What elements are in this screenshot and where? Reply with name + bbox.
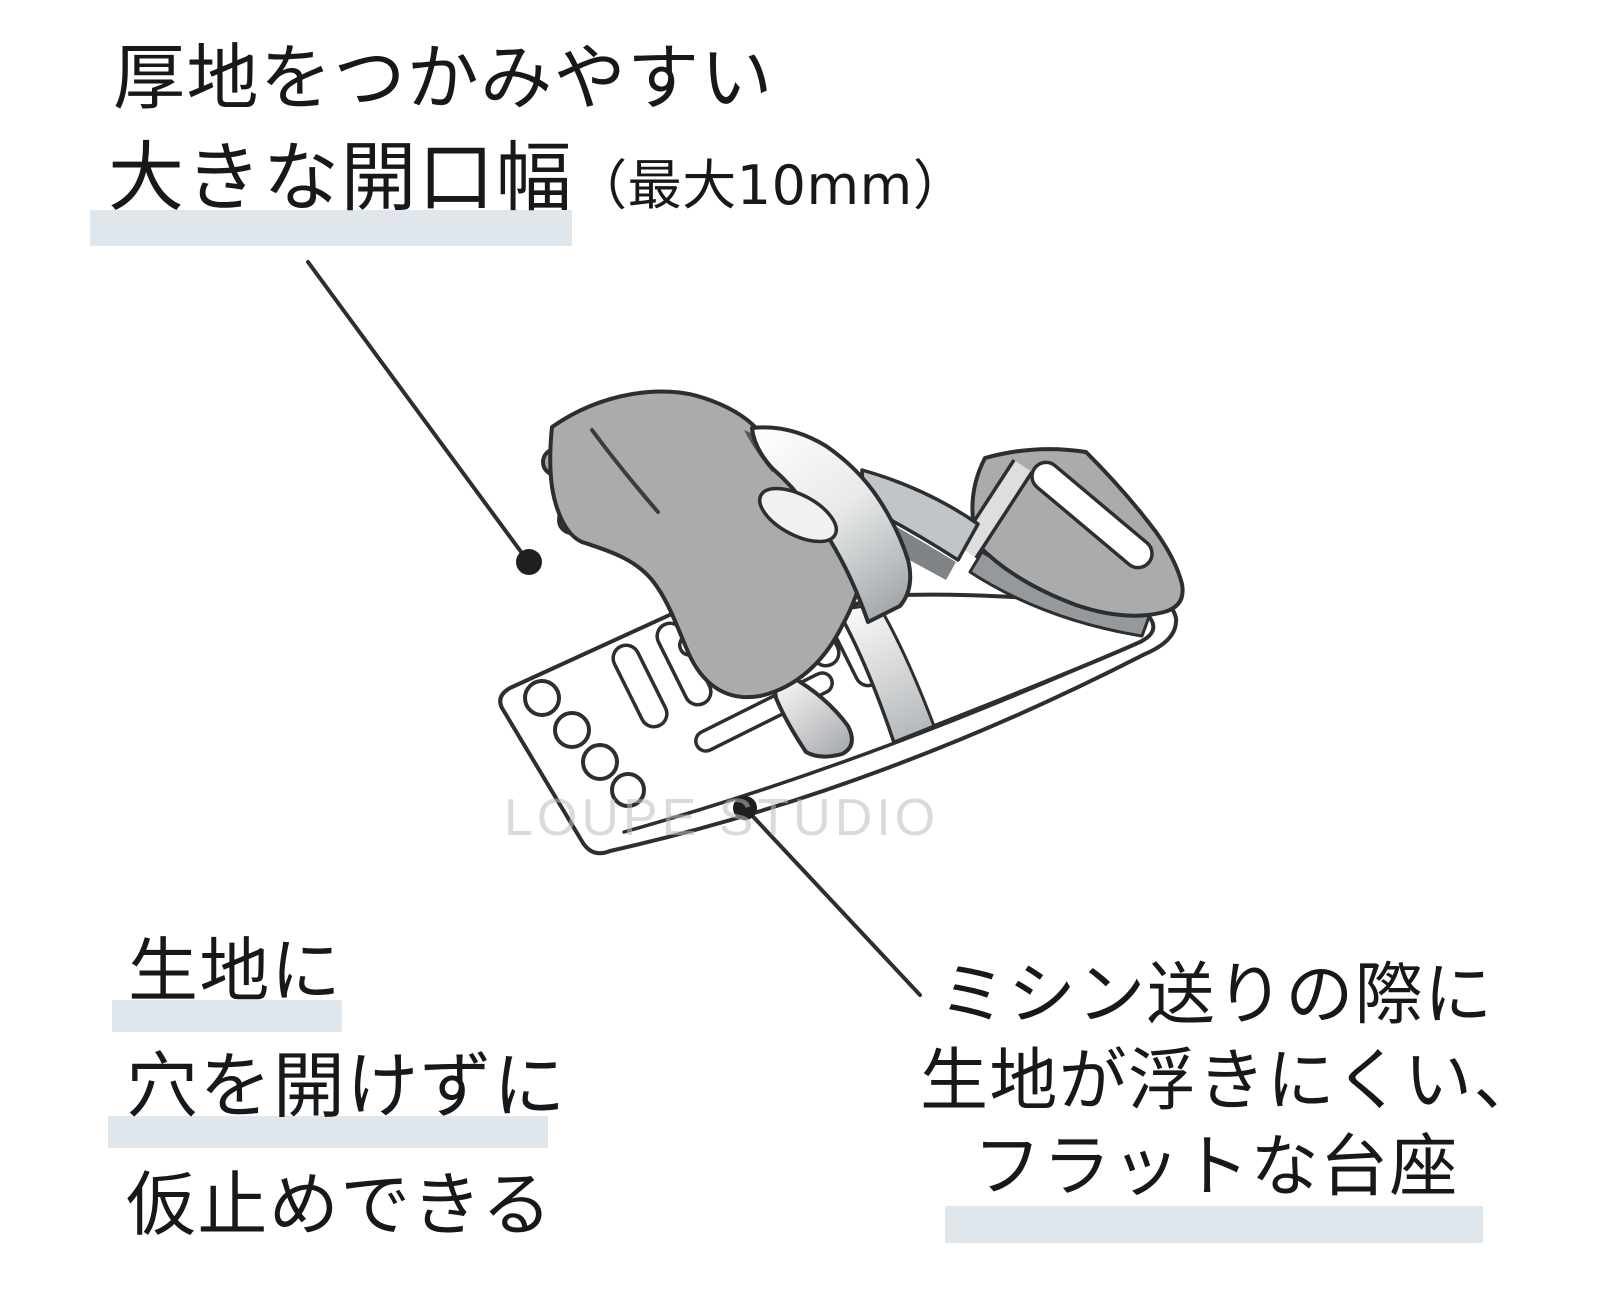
clip-handle-ridge-line (590, 428, 660, 514)
clip-spring-inner-loop (757, 486, 839, 544)
clip-spring-fold-fill (958, 460, 1032, 558)
text-highlight-flat-base (945, 1206, 1483, 1243)
annotation-fabric-line1: 生地に (128, 930, 343, 1012)
clip-rear-arm-slot (1030, 460, 1154, 570)
clip-base-hole (523, 679, 561, 717)
text-highlight-no-holes (108, 1116, 548, 1148)
annotation-opening-width-main: 大きな開口幅 (108, 133, 574, 222)
leader-dot (733, 796, 757, 820)
annotation-fabric-line3: 仮止めできる (126, 1164, 553, 1246)
text-highlight-opening-width (90, 210, 572, 246)
annotation-opening-width-line1: 厚地をつかみやすい (113, 36, 774, 120)
clip-jaw-shading (836, 602, 936, 744)
annotation-opening-width-line2: 大きな開口幅（最大10mm） (108, 140, 967, 216)
clip-base-hole (610, 772, 646, 808)
annotation-flat-base-block: ミシン送りの際に 生地が浮きにくい、 フラットな台座 (920, 956, 1543, 1207)
leader-opening-width (306, 260, 542, 575)
annotation-opening-width-note: （最大10mm） (573, 154, 968, 217)
leader-dot (516, 549, 542, 575)
clip-base-hole (553, 711, 591, 749)
annotation-fabric-line2: 穴を開けずに (126, 1044, 567, 1128)
clip-rear-arm-top (970, 447, 1185, 618)
watermark: LOUPE STUDIO (504, 789, 940, 847)
annotation-flat-base-line1: ミシン送りの際に (938, 956, 1494, 1035)
annotation-flat-base-line3: フラットな台座 (973, 1128, 1459, 1207)
clip-spring-lower-leg (773, 674, 854, 759)
annotation-flat-base-line2: 生地が浮きにくい、 (920, 1042, 1543, 1121)
leader-line (743, 806, 922, 997)
leader-line (306, 260, 529, 562)
text-highlight-fabric (112, 1000, 342, 1032)
clip-rear-arm (956, 447, 1185, 638)
clip-base-hole (581, 743, 619, 781)
leader-flat-base (733, 796, 922, 997)
